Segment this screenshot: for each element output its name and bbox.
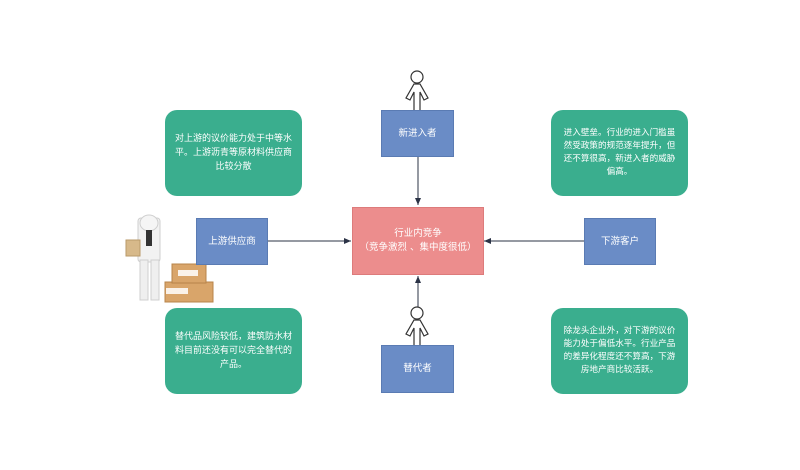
substitute-analysis-note: 替代品风险较低，建筑防水材料目前还没有可以完全替代的产品。 [165, 308, 302, 394]
suppliers-label: 上游供应商 [208, 235, 256, 247]
new-entrants-label: 新进入者 [398, 127, 437, 139]
buyers-label: 下游客户 [600, 235, 639, 247]
suppliers-box: 上游供应商 [196, 218, 268, 265]
industry-competition-subtitle: （竞争激烈 、集中度很低） [359, 242, 477, 253]
buyer-analysis-note: 除龙头企业外，对下游的议价能力处于偏低水平。行业产品的差异化程度还不算高，下游房… [551, 308, 688, 394]
substitutes-label: 替代者 [403, 363, 432, 374]
substitute-analysis-text: 替代品风险较低，建筑防水材料目前还没有可以完全替代的产品。 [175, 332, 293, 370]
buyer-analysis-text: 除龙头企业外，对下游的议价能力处于偏低水平。行业产品的差异化程度还不算高，下游房… [563, 326, 676, 375]
buyers-box: 下游客户 [584, 218, 656, 265]
supplier-analysis-text: 对上游的议价能力处于中等水平。上游沥青等原材料供应商比较分散 [175, 134, 293, 172]
new-entrants-box: 新进入者 [381, 110, 454, 157]
supplier-analysis-note: 对上游的议价能力处于中等水平。上游沥青等原材料供应商比较分散 [165, 110, 302, 196]
entrant-analysis-note: 进入壁垒。行业的进入门槛虽然受政策的规范逐年提升，但还不算很高，新进入者的威胁偏… [551, 110, 688, 196]
substitutes-box: 替代者 [381, 345, 454, 393]
industry-competition-box: 行业内竞争 （竞争激烈 、集中度很低） [352, 207, 484, 275]
entrant-analysis-text: 进入壁垒。行业的进入门槛虽然受政策的规范逐年提升，但还不算很高，新进入者的威胁偏… [563, 128, 676, 177]
industry-competition-title: 行业内竞争 [394, 228, 442, 239]
